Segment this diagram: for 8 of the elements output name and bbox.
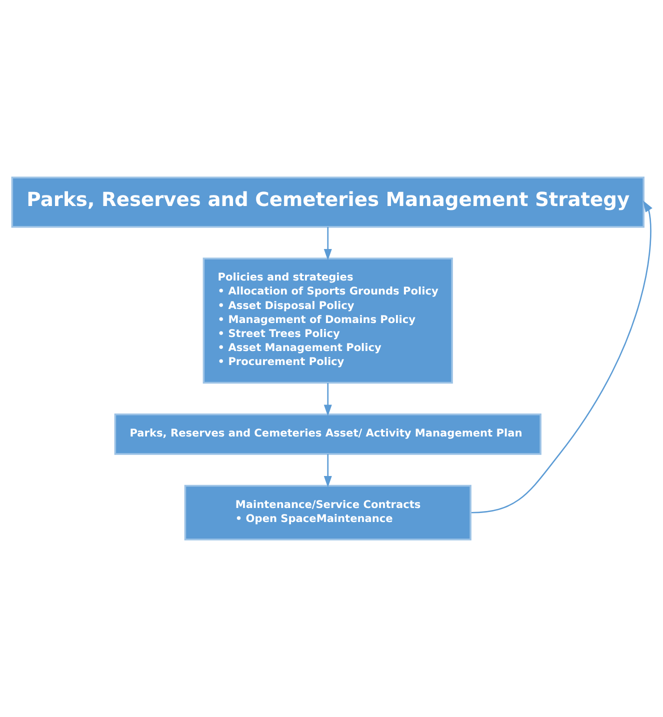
- arrow: [324, 454, 332, 488]
- arrow: [471, 200, 652, 514]
- node-box: Maintenance/Service Contracts • Open SpaceMaintenance: [184, 484, 472, 540]
- arrow: [324, 383, 332, 416]
- node-box: Parks, Reserves and Cemeteries Management Strategy: [11, 176, 644, 228]
- arrow: [324, 226, 332, 261]
- node-box: Parks, Reserves and Cemeteries Asset/ Activity Management Plan: [114, 414, 542, 455]
- node-box: Policies and strategies • Allocation of Sports Grounds Policy • Asset Disposal Policy • Management of Domains Policy • Street Trees Policy • Asset Management Policy • Procurement Policy: [202, 258, 453, 384]
